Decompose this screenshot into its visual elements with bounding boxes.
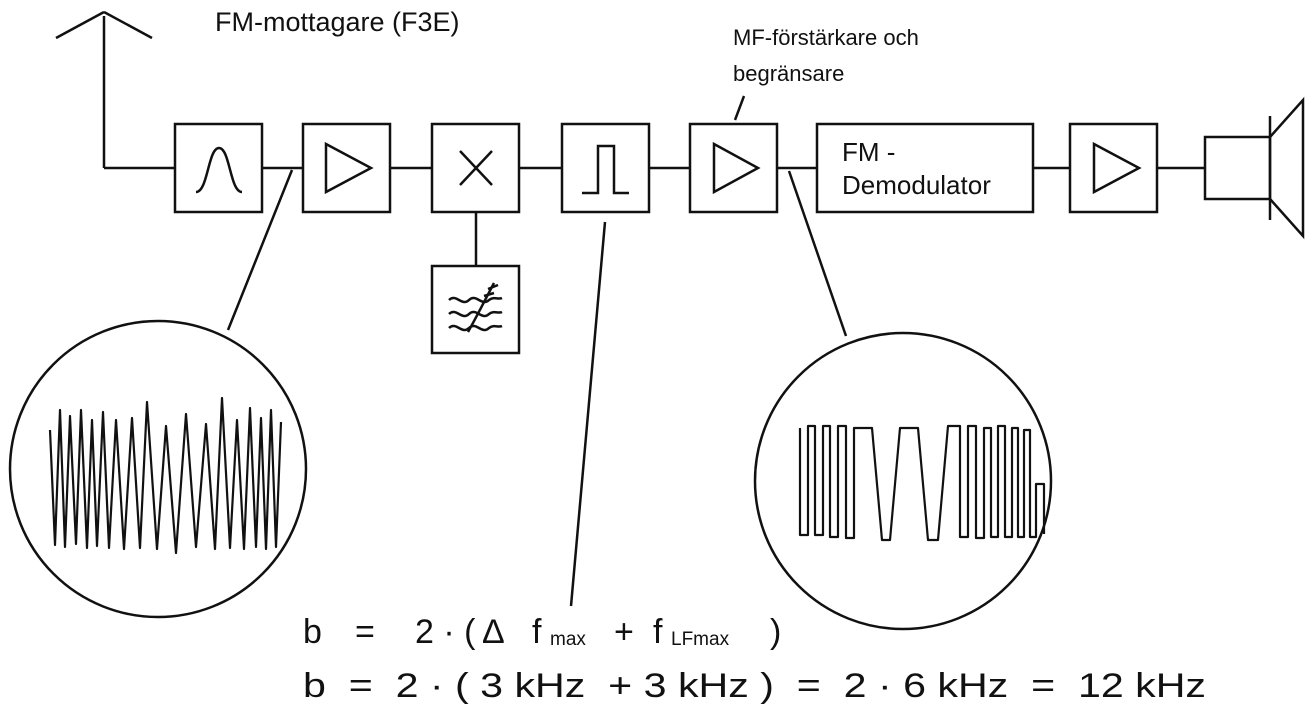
af-amplifier-icon xyxy=(1092,141,1142,195)
right-probe-line xyxy=(787,170,848,337)
formula1-f2: f xyxy=(653,613,663,651)
diagram-title: FM-mottagare (F3E) xyxy=(215,7,460,37)
mixer-icon xyxy=(459,150,493,186)
loudspeaker-icon xyxy=(1203,96,1305,240)
formula1-lhs: b xyxy=(303,613,322,651)
formula1-expr-pre: 2 · ( xyxy=(415,613,476,651)
bandwidth-formula: b = 2 · ( Δ f max + f LFmax ) xyxy=(303,613,781,651)
formula1-plus: + xyxy=(614,613,634,651)
if-filter-block xyxy=(560,122,651,214)
if-amplifier-limiter-block xyxy=(688,122,779,214)
formula1-sub1: max xyxy=(550,629,586,650)
formula1-close: ) xyxy=(770,613,781,651)
bandpass-filter-block xyxy=(173,122,264,214)
pulse-filter-icon xyxy=(582,144,629,195)
if-amplifier-callout-line1: MF-förstärkare och xyxy=(733,25,919,50)
noisy-signal-scope xyxy=(8,319,308,619)
af-amplifier-block xyxy=(1068,122,1159,214)
mixer-block xyxy=(430,122,521,214)
formula1-eq: = xyxy=(355,613,375,651)
local-oscillator-block xyxy=(430,264,521,355)
bandpass-filter-icon xyxy=(195,146,243,194)
if-amplifier-limiter-icon xyxy=(712,141,761,195)
antenna-icon xyxy=(55,10,153,168)
amplifier-icon xyxy=(324,141,374,195)
demodulator-label-line1: FM - xyxy=(842,137,895,167)
rf-amplifier-block xyxy=(301,122,392,214)
formula1-sub2: LFmax xyxy=(671,629,730,650)
if-amplifier-callout-line2: begränsare xyxy=(733,61,844,86)
limited-signal-scope xyxy=(753,331,1053,631)
oscillator-icon xyxy=(448,282,503,333)
svg-text:+ f: + f xyxy=(614,613,663,651)
fm-demodulator-block: FM - Demodulator xyxy=(815,122,1035,214)
bandwidth-pointer-line xyxy=(569,221,607,607)
signal-path xyxy=(104,166,1205,266)
demodulator-label-line2: Demodulator xyxy=(842,170,991,200)
formula1-delta: Δ xyxy=(482,613,504,651)
if-amplifier-callout-pointer xyxy=(733,95,746,121)
formula1-f1: f xyxy=(532,613,542,651)
bandwidth-calculation: b = 2 · ( 3 kHz + 3 kHz ) = 2 · 6 kHz = … xyxy=(303,667,1206,705)
limited-fm-signal-icon xyxy=(798,424,1046,542)
noisy-fm-signal-icon xyxy=(48,396,283,555)
left-probe-line xyxy=(226,169,294,331)
svg-text:b = 2 · ( Δ: b = 2 · ( Δ f xyxy=(303,613,542,651)
